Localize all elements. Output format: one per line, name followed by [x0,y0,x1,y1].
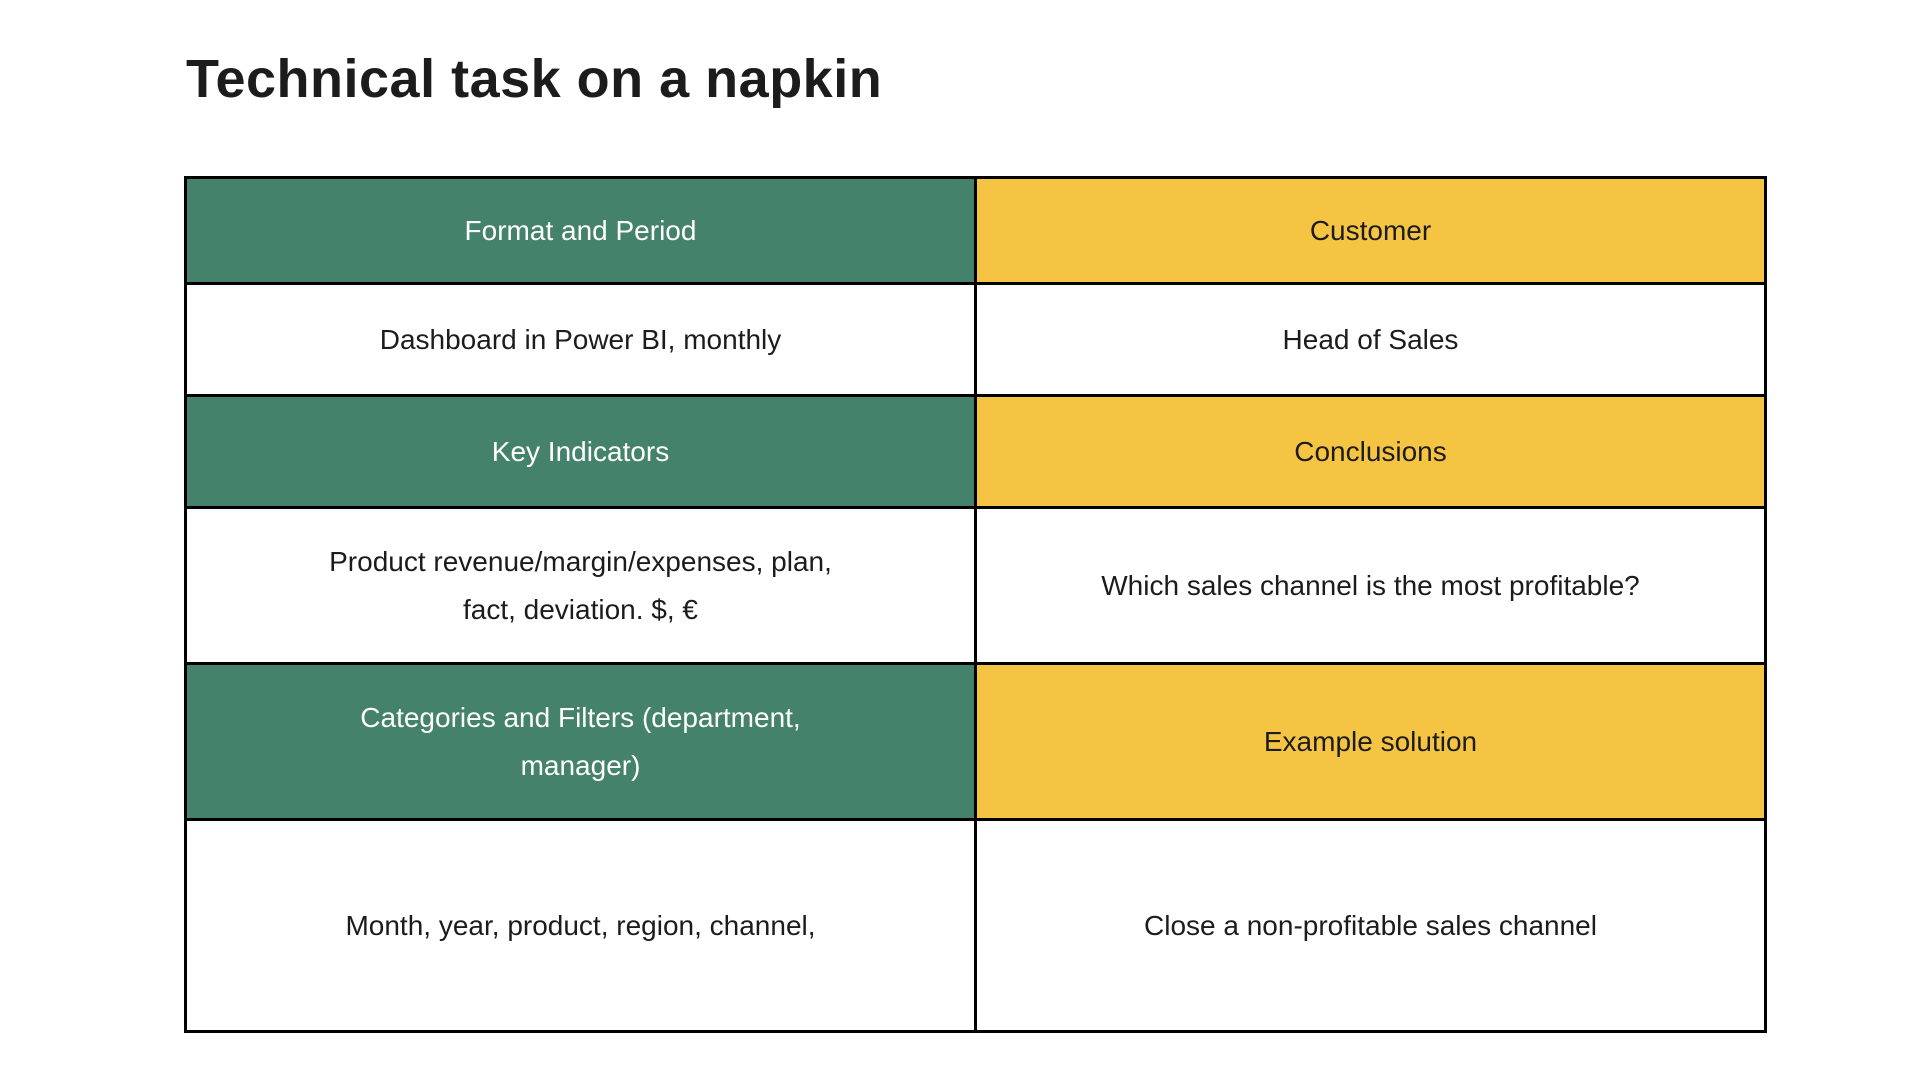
table-row-headers-3: Categories and Filters (department, mana… [184,662,1767,821]
cell-customer-value: Head of Sales [974,282,1767,397]
page-title: Technical task on a napkin [186,49,883,109]
header-cell-categories-and-filters: Categories and Filters (department, mana… [184,662,977,821]
header-cell-conclusions: Conclusions [974,394,1767,509]
table-row-headers-1: Format and Period Customer [184,176,1767,285]
table-row-headers-2: Key Indicators Conclusions [184,394,1767,509]
napkin-table: Format and Period Customer Dashboard in … [184,176,1767,1033]
table-row-values-2: Product revenue/margin/expenses, plan, f… [184,506,1767,665]
header-cell-format-and-period: Format and Period [184,176,977,285]
cell-key-indicators-value: Product revenue/margin/expenses, plan, f… [184,506,977,665]
table-row-values-3: Month, year, product, region, channel, C… [184,818,1767,1033]
cell-conclusions-value: Which sales channel is the most profitab… [974,506,1767,665]
table-row-values-1: Dashboard in Power BI, monthly Head of S… [184,282,1767,397]
header-cell-customer: Customer [974,176,1767,285]
header-cell-key-indicators: Key Indicators [184,394,977,509]
cell-format-and-period-value: Dashboard in Power BI, monthly [184,282,977,397]
napkin-table-body: Format and Period Customer Dashboard in … [184,176,1767,1033]
cell-example-solution-value: Close a non-profitable sales channel [974,818,1767,1033]
header-cell-example-solution: Example solution [974,662,1767,821]
cell-categories-and-filters-value: Month, year, product, region, channel, [184,818,977,1033]
